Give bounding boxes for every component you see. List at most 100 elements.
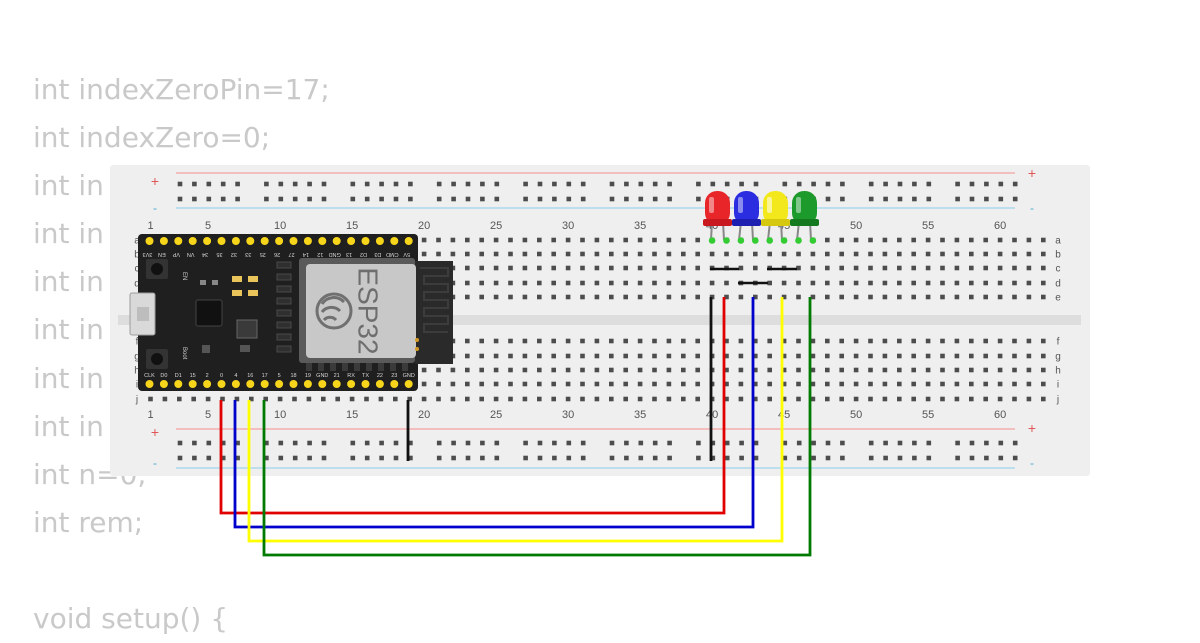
hole[interactable]	[450, 237, 456, 243]
rail-hole[interactable]	[523, 455, 528, 461]
hole[interactable]	[450, 381, 456, 387]
hole[interactable]	[436, 251, 441, 257]
esp32-pin[interactable]	[231, 237, 240, 245]
wire-green[interactable]	[262, 297, 812, 557]
hole[interactable]	[493, 294, 499, 300]
hole[interactable]	[839, 381, 844, 387]
hole[interactable]	[551, 280, 556, 286]
hole[interactable]	[580, 280, 585, 286]
hole[interactable]	[465, 251, 470, 257]
hole[interactable]	[465, 280, 470, 286]
hole[interactable]	[609, 294, 614, 300]
rail-hole[interactable]	[552, 181, 557, 187]
hole[interactable]	[508, 367, 513, 373]
hole[interactable]	[767, 367, 772, 373]
hole[interactable]	[508, 237, 513, 243]
hole[interactable]	[1012, 338, 1017, 344]
hole[interactable]	[853, 237, 859, 243]
rail-hole[interactable]	[235, 196, 240, 202]
hole[interactable]	[479, 265, 484, 271]
esp32-pin[interactable]	[159, 237, 168, 245]
led-green[interactable]	[790, 191, 819, 241]
rail-hole[interactable]	[206, 196, 212, 202]
hole[interactable]	[666, 280, 672, 286]
hole[interactable]	[637, 367, 643, 373]
rail-hole[interactable]	[652, 196, 658, 202]
hole[interactable]	[537, 338, 542, 344]
esp32-pin[interactable]	[145, 237, 154, 245]
hole[interactable]	[609, 381, 614, 387]
hole[interactable]	[1041, 237, 1046, 243]
hole[interactable]	[753, 367, 758, 373]
hole[interactable]	[738, 367, 744, 373]
hole[interactable]	[508, 338, 513, 344]
rail-hole[interactable]	[825, 440, 831, 446]
hole[interactable]	[1026, 367, 1032, 373]
hole[interactable]	[738, 396, 744, 402]
hole[interactable]	[537, 381, 542, 387]
hole[interactable]	[724, 280, 729, 286]
hole[interactable]	[709, 251, 715, 257]
hole[interactable]	[781, 294, 787, 300]
hole[interactable]	[681, 265, 686, 271]
hole[interactable]	[1012, 294, 1017, 300]
hole[interactable]	[709, 280, 715, 286]
hole[interactable]	[882, 353, 888, 359]
hole[interactable]	[796, 367, 801, 373]
rail-hole[interactable]	[710, 181, 716, 187]
hole[interactable]	[853, 265, 859, 271]
hole[interactable]	[162, 396, 168, 402]
hole[interactable]	[940, 237, 945, 243]
hole[interactable]	[853, 251, 859, 257]
hole[interactable]	[148, 396, 153, 402]
rail-hole[interactable]	[868, 455, 874, 461]
rail-hole[interactable]	[984, 196, 989, 202]
rail-hole[interactable]	[494, 196, 500, 202]
rail-hole[interactable]	[451, 181, 456, 187]
hole[interactable]	[1041, 294, 1046, 300]
esp32-pin[interactable]	[303, 237, 312, 245]
rail-hole[interactable]	[753, 440, 759, 446]
hole[interactable]	[997, 381, 1003, 387]
hole[interactable]	[450, 396, 456, 402]
rail-hole[interactable]	[652, 455, 658, 461]
hole[interactable]	[1026, 353, 1032, 359]
esp32-pin[interactable]	[289, 380, 298, 388]
rail-hole[interactable]	[969, 181, 975, 187]
rail-hole[interactable]	[984, 455, 989, 461]
hole[interactable]	[637, 237, 643, 243]
hole[interactable]	[897, 251, 902, 257]
led-yellow[interactable]	[761, 191, 790, 241]
rail-hole[interactable]	[609, 196, 615, 202]
hole[interactable]	[493, 265, 499, 271]
rail-hole[interactable]	[667, 196, 672, 202]
hole[interactable]	[969, 338, 974, 344]
rail-hole[interactable]	[998, 196, 1004, 202]
rail-hole[interactable]	[379, 455, 384, 461]
hole[interactable]	[565, 251, 571, 257]
hole[interactable]	[493, 396, 499, 402]
hole[interactable]	[810, 396, 816, 402]
rail-hole[interactable]	[883, 196, 888, 202]
hole[interactable]	[983, 251, 988, 257]
hole[interactable]	[421, 251, 427, 257]
hole[interactable]	[609, 251, 614, 257]
hole[interactable]	[594, 294, 600, 300]
hole[interactable]	[868, 251, 873, 257]
hole[interactable]	[810, 280, 816, 286]
rail-hole[interactable]	[451, 196, 456, 202]
hole[interactable]	[652, 338, 657, 344]
hole[interactable]	[825, 367, 830, 373]
hole[interactable]	[753, 381, 758, 387]
hole[interactable]	[652, 280, 657, 286]
rail-hole[interactable]	[724, 440, 730, 446]
rail-hole[interactable]	[393, 181, 399, 187]
hole[interactable]	[997, 251, 1003, 257]
rail-hole[interactable]	[840, 440, 845, 446]
rail-hole[interactable]	[696, 181, 701, 187]
rail-hole[interactable]	[350, 181, 356, 187]
hole[interactable]	[911, 396, 916, 402]
hole[interactable]	[969, 294, 974, 300]
